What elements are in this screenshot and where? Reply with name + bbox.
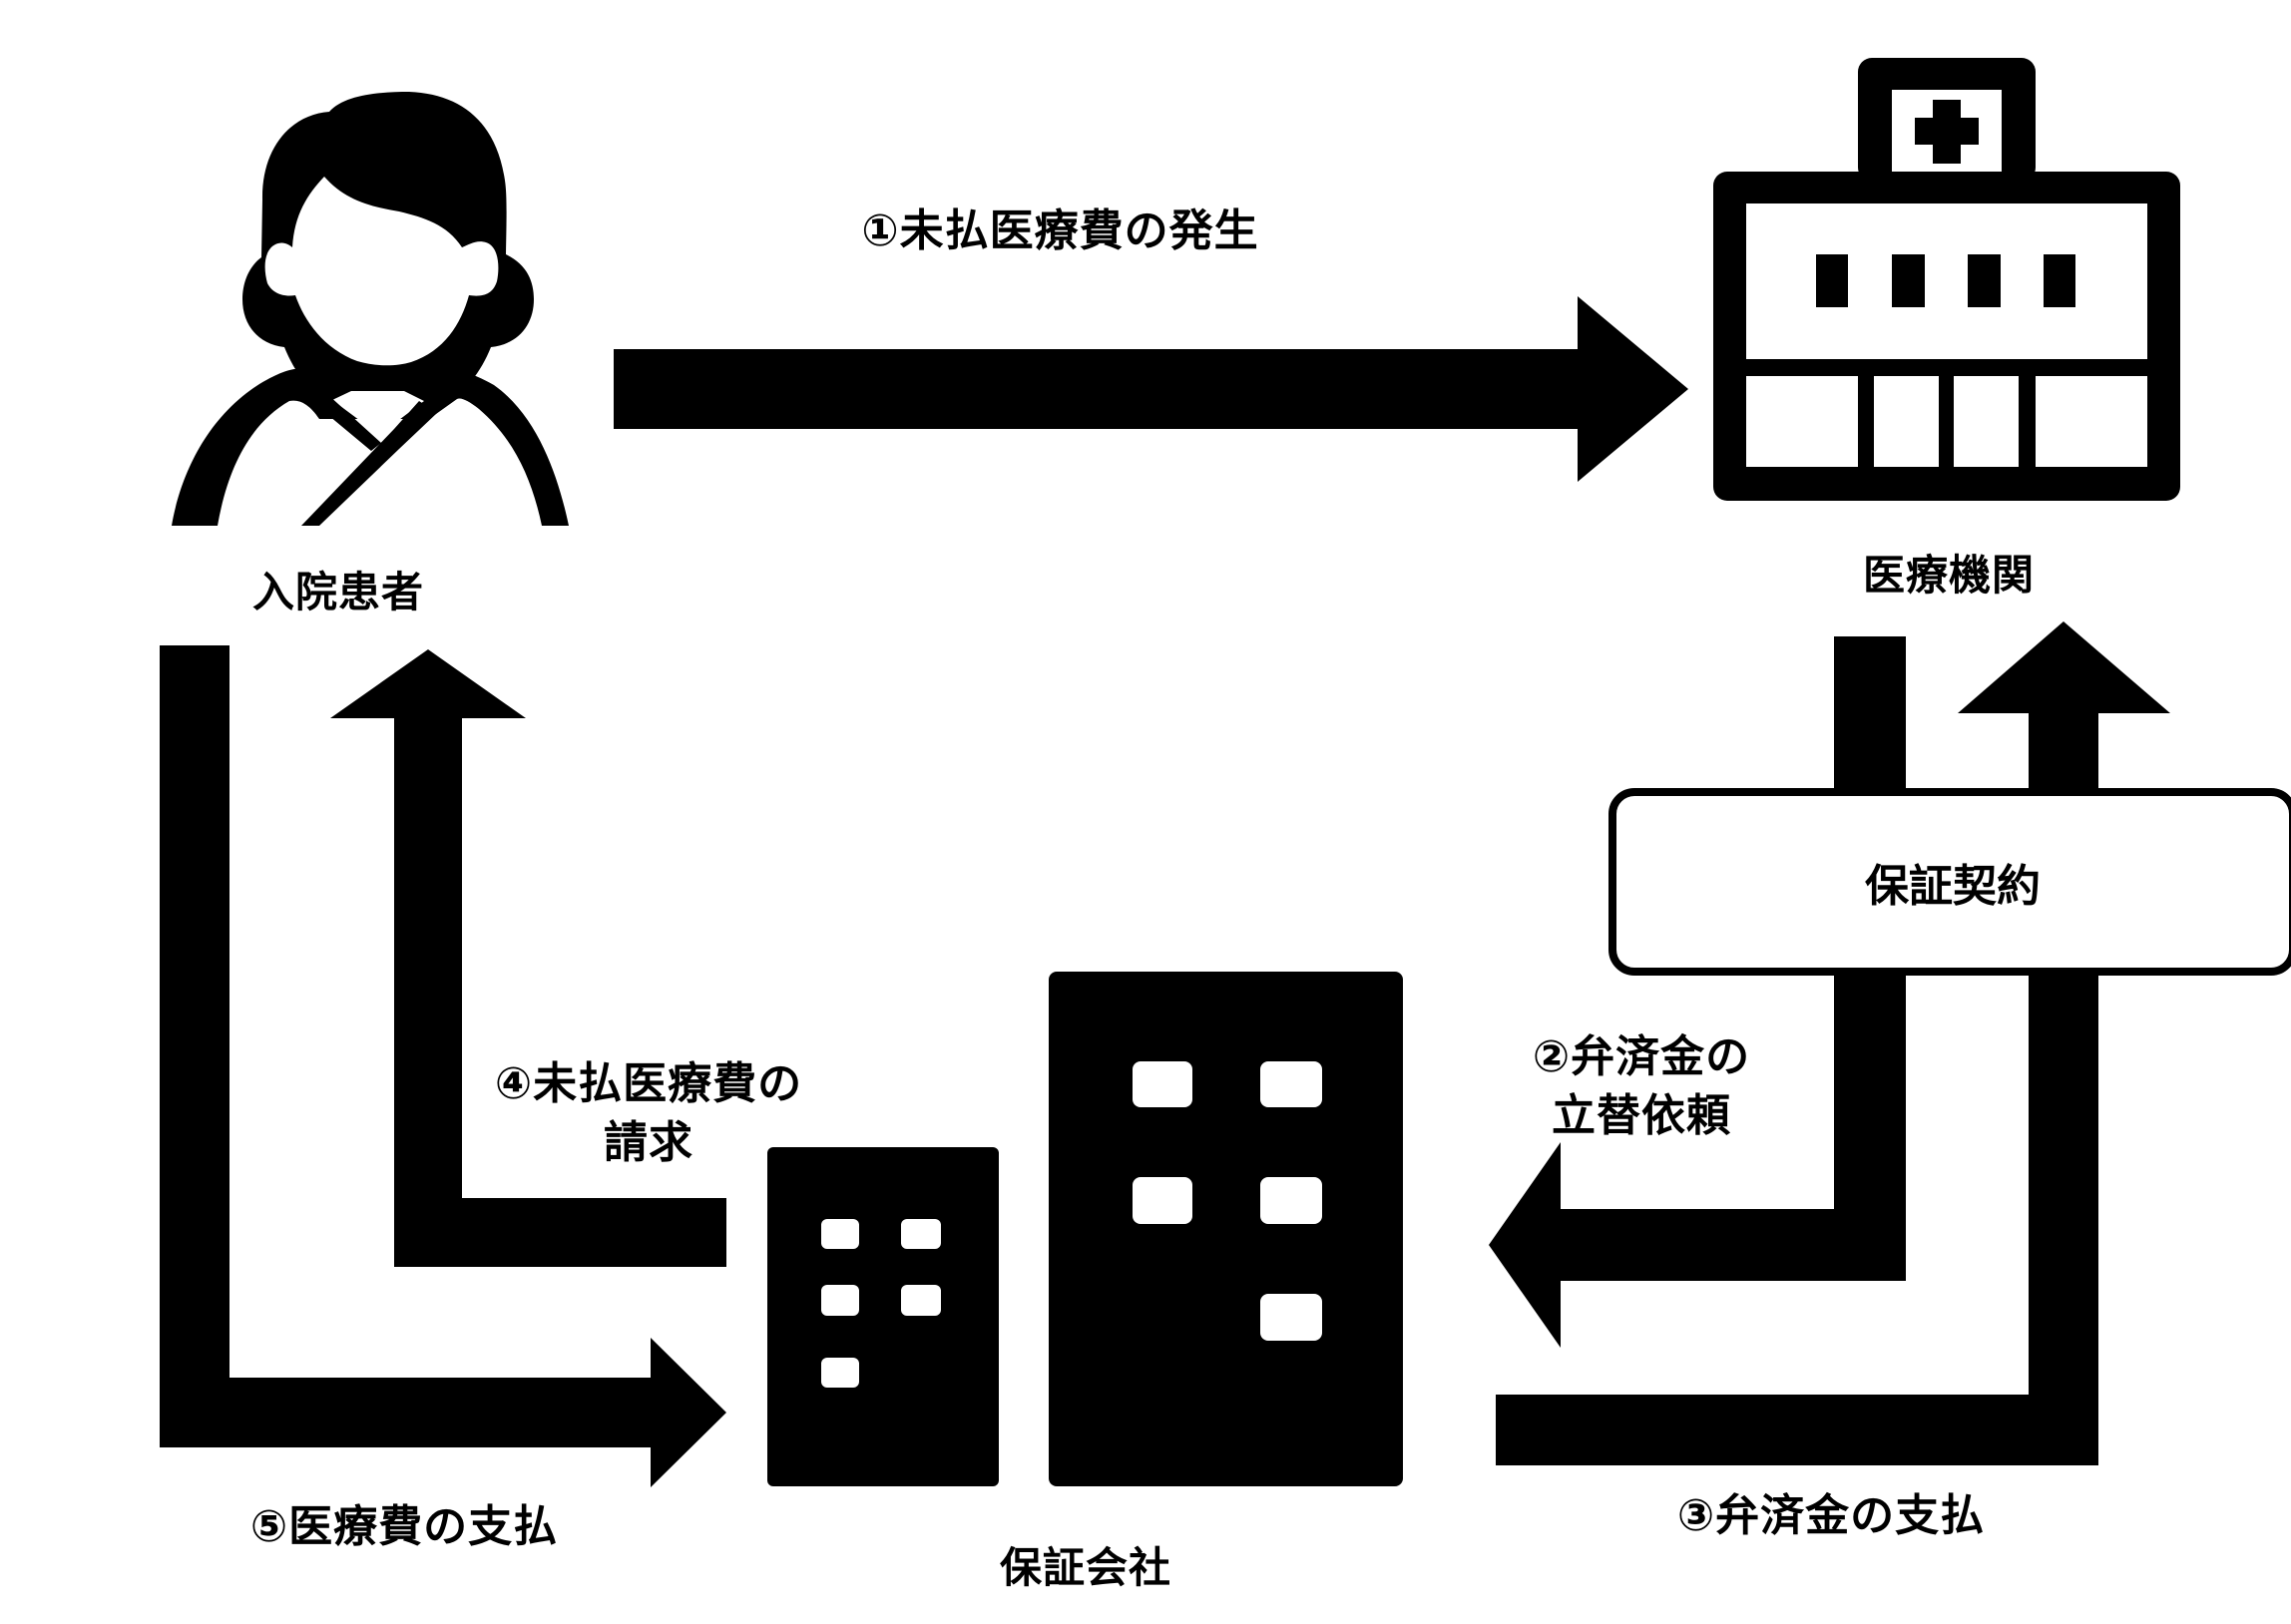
large-building	[1049, 972, 1403, 1486]
arrow-step-5	[160, 645, 726, 1487]
step-2-label-line2: 立替依頼	[1552, 1090, 1731, 1142]
hospital-label: 医療機関	[1862, 551, 2035, 600]
arrow-step-3	[1496, 621, 2170, 1465]
guarantor-label: 保証会社	[999, 1543, 1171, 1592]
step-1-label: ①未払医療費の発生	[861, 205, 1259, 256]
patient-icon	[172, 92, 569, 526]
arrow-step-1	[614, 296, 1688, 482]
arrow-step-2	[1489, 636, 1906, 1348]
step-3-label: ③弁済金の支払	[1676, 1490, 1986, 1541]
step-2-label-line1: ②弁済金の	[1532, 1031, 1751, 1082]
patient-label: 入院患者	[251, 568, 424, 616]
step-4-label: ④未払医療費の 請求	[469, 1054, 828, 1173]
step-5-label: ⑤医療費の支払	[249, 1501, 559, 1552]
hospital-icon	[1713, 58, 2180, 501]
small-building	[767, 1147, 999, 1486]
step-2-label: ②弁済金の 立替依頼	[1497, 1027, 1786, 1146]
contract-label: 保証契約	[1865, 861, 2041, 912]
step-4-label-line1: ④未払医療費の	[494, 1058, 803, 1109]
step-4-label-line2: 請求	[604, 1117, 693, 1169]
office-buildings-icon	[767, 972, 1403, 1486]
arrow-step-4	[330, 649, 726, 1267]
guarantee-contract-box: 保証契約	[1608, 788, 2291, 976]
